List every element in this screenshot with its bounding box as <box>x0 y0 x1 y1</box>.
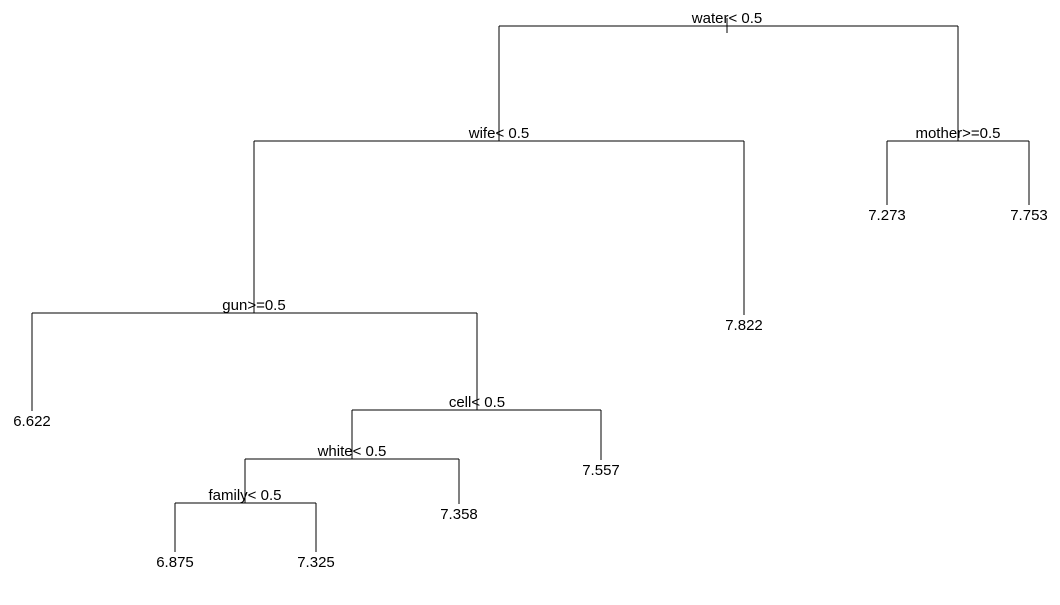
leaf-value-leaf_6875: 6.875 <box>156 554 194 571</box>
split-label-n_cell: cell< 0.5 <box>449 394 505 411</box>
tree-branches <box>31 18 1030 552</box>
split-label-n_family: family< 0.5 <box>209 487 282 504</box>
split-label-n_wife: wife< 0.5 <box>468 125 529 142</box>
leaf-value-leaf_7822: 7.822 <box>725 317 763 334</box>
tree-labels: water< 0.5 wife< 0.5 mother>=0.5 gun>=0.5 ce… <box>13 10 1048 571</box>
split-label-n_gun: gun>=0.5 <box>222 297 285 314</box>
leaf-value-leaf_7557: 7.557 <box>582 462 620 479</box>
leaf-value-leaf_7325: 7.325 <box>297 554 335 571</box>
leaf-value-leaf_6622: 6.622 <box>13 413 51 430</box>
split-label-root: water< 0.5 <box>691 10 762 27</box>
leaf-value-leaf_7358: 7.358 <box>440 506 478 523</box>
leaf-value-leaf_7273: 7.273 <box>868 207 906 224</box>
split-label-n_mother: mother>=0.5 <box>915 125 1000 142</box>
leaf-value-leaf_7753: 7.753 <box>1010 207 1048 224</box>
split-label-n_white: white< 0.5 <box>317 443 387 460</box>
